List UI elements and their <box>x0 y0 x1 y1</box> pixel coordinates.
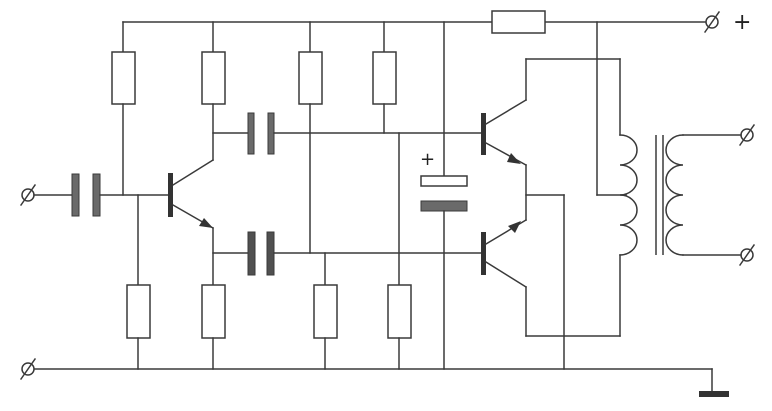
electrolytic-plus-label: + <box>420 149 435 170</box>
transistor-t3 <box>481 218 528 289</box>
supply-resistor <box>491 10 546 34</box>
coupling-capacitor-upper <box>247 112 275 155</box>
collector-resistor-r3 <box>201 51 226 105</box>
bias-resistor-r5 <box>298 51 323 105</box>
bias-resistor-r8 <box>387 284 412 339</box>
ground-terminal <box>19 357 37 381</box>
supply-plus-label: + <box>733 10 751 35</box>
output-transformer <box>619 134 684 256</box>
coupling-capacitor-lower <box>247 231 275 276</box>
output-terminal-top <box>738 123 756 147</box>
input-coupling-capacitor <box>71 173 101 217</box>
emitter-resistor-r4 <box>201 284 226 339</box>
supply-terminal <box>703 10 721 34</box>
transistor-t2 <box>481 98 528 167</box>
bias-resistor-r2 <box>126 284 151 339</box>
electrolytic-capacitor <box>420 175 468 212</box>
bias-resistor-r7 <box>372 51 397 105</box>
input-terminal <box>19 183 37 207</box>
bias-resistor-r1 <box>111 51 136 105</box>
transistor-t1 <box>168 158 215 230</box>
output-terminal-bottom <box>738 243 756 267</box>
bias-resistor-r6 <box>313 284 338 339</box>
ground-symbol <box>699 391 729 397</box>
